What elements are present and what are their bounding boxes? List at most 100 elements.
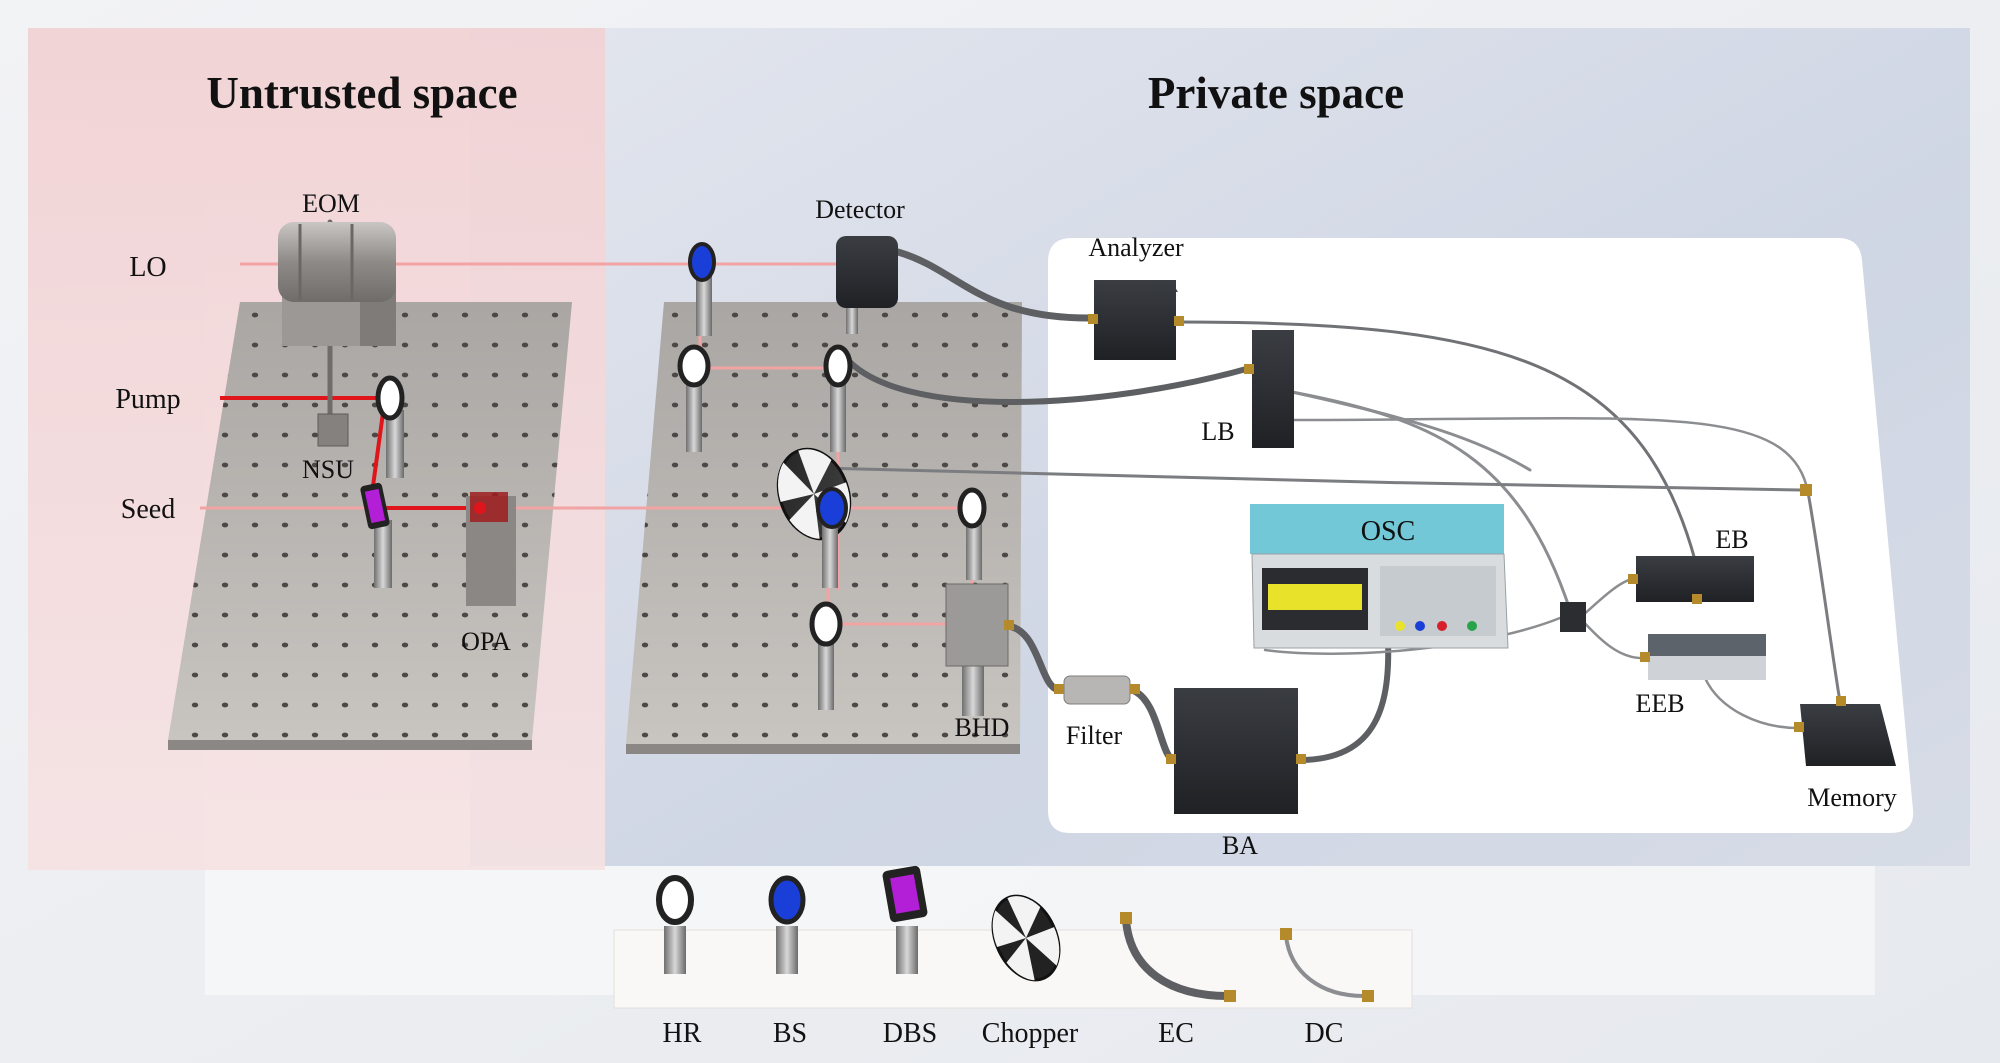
ba-body: [1174, 688, 1298, 814]
legend-ec-cable: [1122, 919, 1229, 1000]
cable-chopper-node: [818, 466, 1802, 492]
eom-cylinder: [278, 222, 396, 302]
eb-connector-left: [1628, 574, 1638, 584]
memory-body: [1800, 704, 1896, 766]
cable-hr-lb: [843, 355, 1253, 405]
hr-mirror-pump: [375, 375, 405, 478]
legend-chopper-slot-2: [1026, 927, 1060, 966]
detector-body: [836, 236, 898, 308]
hr-mirror-far-right-ring: [957, 487, 987, 529]
bs-mirror-top-post: [696, 276, 712, 336]
nsu-device: [317, 413, 349, 447]
opa-crystal: [474, 502, 486, 514]
hr-mirror-bottom: [809, 601, 843, 710]
eeb-device: [1640, 634, 1766, 680]
osc-channel-blue: [1415, 621, 1425, 631]
eeb-label: EEB: [1635, 689, 1684, 718]
legend-ec-label: EC: [1158, 1018, 1194, 1049]
legend-chopper-slot-1: [1007, 896, 1041, 938]
memory-device: [1794, 696, 1896, 766]
legend-bs-post: [776, 926, 798, 974]
osc-channel-yellow: [1395, 621, 1405, 631]
legend-dbs-label: DBS: [883, 1018, 937, 1049]
eb-label: EB: [1715, 525, 1748, 554]
eom-label: EOM: [302, 189, 360, 218]
cables: [327, 219, 1842, 764]
analyzer-device: [1088, 280, 1184, 360]
nsu-label: NSU: [302, 455, 354, 484]
eeb-top: [1648, 634, 1766, 656]
eeb-body: [1648, 656, 1766, 680]
ba-connector-left: [1166, 754, 1176, 764]
lb-device: [1244, 330, 1294, 448]
hr-mirror-left-post: [686, 382, 702, 452]
cable-detector-analyzer: [894, 248, 1099, 322]
hr-mirror-right-ring: [823, 344, 853, 388]
bs-mirror-top-ring: [688, 242, 716, 282]
legend-dc-connector-top: [1280, 928, 1292, 940]
analyzer-body: [1094, 280, 1176, 360]
legend-hr-ring: [656, 875, 694, 925]
eom-device: [278, 222, 396, 346]
filter-connector-left: [1054, 684, 1064, 694]
legend-dc-connector-end: [1362, 990, 1374, 1002]
bhd-connector: [1004, 620, 1014, 630]
dbs-mirror-seed-glass: [364, 488, 386, 524]
cable-junction-eeb: [1578, 616, 1648, 660]
legend-bs-ring: [768, 875, 806, 925]
osc-label: OSC: [1361, 516, 1415, 547]
lb-body: [1252, 330, 1294, 448]
detector-device: [836, 236, 898, 334]
analyzer-connector-left: [1088, 314, 1098, 324]
cable-osc-junction: [1263, 616, 1562, 655]
legend-bs-label: BS: [773, 1018, 807, 1049]
bs-mirror-middle: [816, 487, 848, 588]
analyzer-label: Analyzer: [1088, 233, 1184, 262]
chopper-slot-1: [798, 449, 832, 494]
dbs-mirror-seed-post: [374, 520, 392, 588]
seed-input-label: Seed: [121, 494, 175, 525]
lo-input-label: LO: [129, 252, 166, 283]
legend-chopper-slot-4: [992, 910, 1026, 948]
legend-dbs-glass: [890, 874, 920, 914]
filter-body: [1063, 675, 1131, 705]
legend-hr: [656, 875, 694, 974]
bhd-post: [962, 656, 984, 716]
hr-mirror-far-right-post: [966, 520, 982, 580]
legend-chopper: [991, 894, 1061, 982]
legend-dc-label: DC: [1305, 1018, 1344, 1049]
cable-ba-osc: [1297, 637, 1392, 763]
untrusted-zone-title: Untrusted space: [206, 68, 517, 118]
cable-lb-eb: [1290, 390, 1532, 472]
bhd-body: [945, 583, 1009, 667]
cable-node-memory: [1806, 490, 1842, 704]
pump-input-label: Pump: [115, 384, 180, 415]
optical-table-right-edge: [626, 744, 1020, 754]
cable-analyzer-memory: [1176, 320, 1697, 562]
eb-device: [1628, 556, 1754, 604]
ba-label: BA: [1222, 831, 1258, 860]
bs-mirror-top: [688, 242, 716, 336]
chopper-slot-3: [789, 494, 820, 539]
osc-device: [1250, 504, 1509, 649]
bs-mirror-middle-ring: [816, 487, 848, 529]
eeb-connector: [1640, 652, 1650, 662]
detector-label: Detector: [815, 195, 905, 224]
filter-connector-right: [1130, 684, 1140, 694]
legend-dc-cable: [1284, 935, 1365, 998]
lb-connector: [1244, 364, 1254, 374]
lb-label: LB: [1201, 417, 1234, 446]
bs-mirror-middle-post: [822, 520, 838, 588]
private-zone-title: Private space: [1148, 68, 1404, 118]
eb-connector-bottom: [1692, 594, 1702, 604]
hr-mirror-pump-ring: [375, 375, 405, 421]
opa-label: OPA: [461, 627, 511, 656]
legend-chopper-slot-3: [1006, 938, 1035, 981]
signal-node: [1800, 484, 1812, 496]
pump-beam: [220, 396, 480, 510]
legend-hr-post: [664, 926, 686, 974]
hr-mirror-bottom-post: [818, 636, 834, 710]
hr-mirror-right: [823, 344, 853, 452]
osc-top: [1250, 504, 1504, 554]
